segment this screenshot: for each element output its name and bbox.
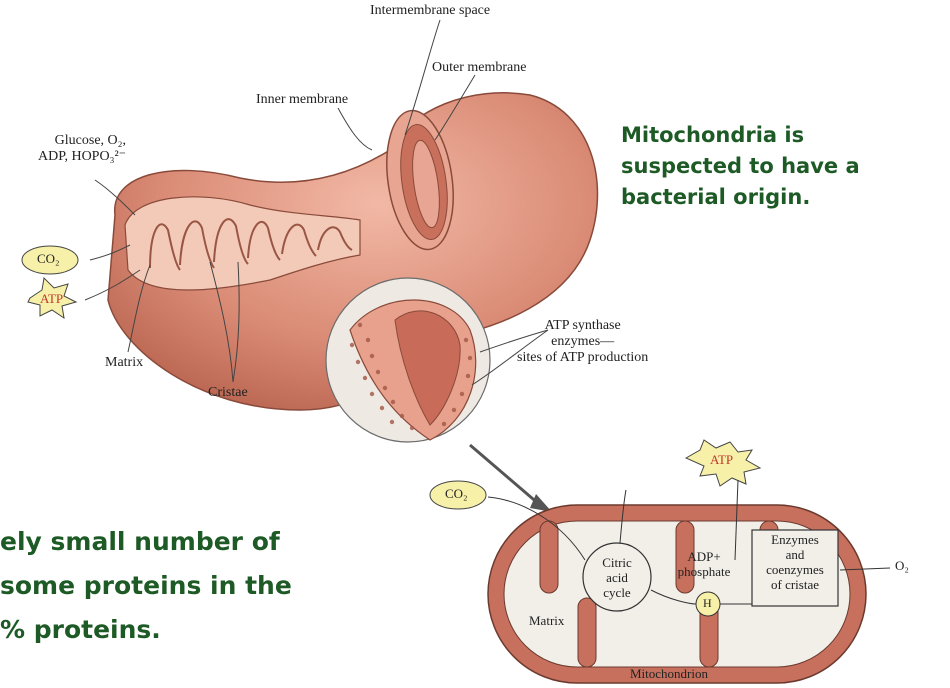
origin-note-line-2: suspected to have a [621, 151, 941, 182]
protein-text: ely small number of some proteins in the… [0, 520, 470, 652]
inner-membrane-label: Inner membrane [256, 92, 348, 108]
citric-line-1: Citric [594, 556, 640, 571]
schematic-co2-label: CO₂ [445, 487, 468, 502]
inputs-line-1: Glucose, O₂, [38, 133, 126, 149]
origin-note-line-3: bacterial origin. [621, 182, 941, 213]
outer-membrane-label: Outer membrane [432, 60, 526, 76]
citric-line-3: cycle [594, 586, 640, 601]
atp-synthase-line-3: sites of ATP production [517, 350, 648, 366]
enzymes-label: Enzymes and coenzymes of cristae [754, 533, 836, 593]
inputs-label: Glucose, O₂, ADP, HOPO₃²⁻ [38, 133, 126, 165]
co2-label: CO₂ [37, 252, 60, 267]
adp-phosphate-label: ADP+ phosphate [664, 550, 744, 580]
origin-note: Mitochondria is suspected to have a bact… [621, 120, 941, 213]
citric-acid-cycle-label: Citric acid cycle [594, 556, 640, 601]
atp-synthase-label: ATP synthase enzymes— sites of ATP produ… [517, 318, 648, 366]
enzymes-line-3: coenzymes [754, 563, 836, 578]
mitochondrion-label: Mitochondrion [630, 667, 708, 682]
matrix-label: Matrix [105, 355, 143, 371]
atp-synthase-line-2: enzymes— [517, 334, 648, 350]
atp-synthase-line-1: ATP synthase [517, 318, 648, 334]
atp-label: ATP [40, 292, 63, 307]
protein-text-line-3: % proteins. [0, 608, 470, 652]
enzymes-line-2: and [754, 548, 836, 563]
enzymes-line-4: of cristae [754, 578, 836, 593]
protein-text-line-1: ely small number of [0, 520, 470, 564]
adp-line-2: phosphate [664, 565, 744, 580]
schematic-atp-label: ATP [710, 453, 733, 468]
cristae-label: Cristae [208, 385, 248, 401]
schematic-matrix-label: Matrix [529, 614, 564, 629]
o2-label: O₂ [895, 559, 909, 574]
enzymes-line-1: Enzymes [754, 533, 836, 548]
inputs-line-2: ADP, HOPO₃²⁻ [38, 149, 126, 165]
adp-line-1: ADP+ [664, 550, 744, 565]
intermembrane-space-label: Intermembrane space [370, 3, 490, 19]
citric-line-2: acid [594, 571, 640, 586]
origin-note-line-1: Mitochondria is [621, 120, 941, 151]
h-label: H [703, 597, 712, 611]
protein-text-line-2: some proteins in the [0, 564, 470, 608]
